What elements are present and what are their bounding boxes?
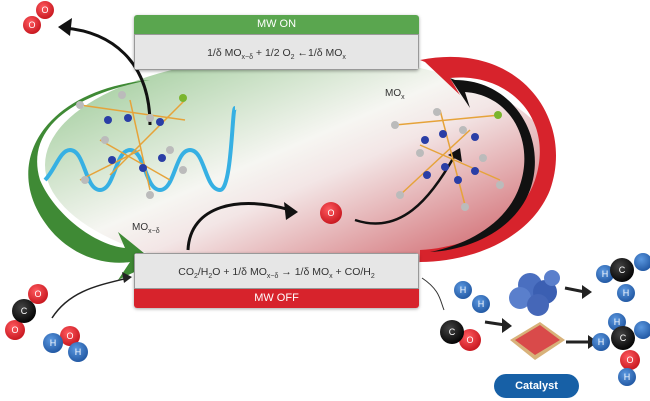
atom-label: O xyxy=(11,325,18,335)
atom-label: C xyxy=(21,306,28,316)
atom-label: O xyxy=(28,20,35,30)
atom-label: H xyxy=(460,285,467,295)
atom-label: H xyxy=(624,372,631,382)
label-sub: x−δ xyxy=(148,228,160,235)
eq-part: → 1/δ MO xyxy=(278,266,330,278)
black-cycle-arrow xyxy=(430,78,535,252)
arrow-head-icon xyxy=(582,285,592,299)
eq-sub: x xyxy=(329,273,333,281)
zeolite-catalyst-icon xyxy=(509,270,560,316)
atom-label: O xyxy=(466,335,473,345)
eq-part: O + 1/δ MO xyxy=(212,266,267,278)
h2o-molecule: O H H xyxy=(43,326,88,362)
arrow-to-grid xyxy=(484,320,506,327)
atom-label: H xyxy=(623,288,630,298)
crystal-structure-reduced xyxy=(79,99,186,191)
atom-label: O xyxy=(626,355,633,365)
eq-part: /H xyxy=(197,266,209,278)
co-molecule: O C xyxy=(440,320,481,351)
methane-molecule: H H C xyxy=(596,253,650,302)
eq-part: ←1/δ MO xyxy=(294,47,343,59)
eq-part: CO xyxy=(178,266,194,278)
mw-off-header: MW OFF xyxy=(134,289,419,308)
atom-label: H xyxy=(598,337,605,347)
oxygen-release-equation: 1/δ MOx−δ + 1/2 O2 ←1/δ MOx xyxy=(134,34,419,70)
reactant-arrow xyxy=(51,277,129,319)
red-cycle-arrow xyxy=(420,56,557,262)
arrow-to-methane xyxy=(564,286,586,294)
label-main: MO xyxy=(385,88,402,99)
mox-delta-label: MOx−δ xyxy=(132,222,160,235)
splitting-equation: CO2/H2O + 1/δ MOx−δ → 1/δ MOx + CO/H2 xyxy=(134,253,419,289)
arrow-head-icon xyxy=(502,318,512,333)
h2-molecule: H H xyxy=(454,281,490,313)
eq-sub: 2 xyxy=(290,54,295,62)
product-arrow xyxy=(421,277,445,311)
reactor-oval xyxy=(45,55,555,275)
crystal-atoms-left xyxy=(76,91,187,199)
atom-label: H xyxy=(614,317,621,327)
eq-part: 1/δ MO xyxy=(207,47,242,59)
catalyst-badge: Catalyst xyxy=(494,374,579,398)
mw-on-box: MW ON 1/δ MOx−δ + 1/2 O2 ←1/δ MOx xyxy=(134,15,419,70)
eq-sub: 2 xyxy=(193,273,198,281)
o-release-arrow xyxy=(186,202,291,251)
atom-label: O xyxy=(41,5,48,15)
o2-molecule: O O xyxy=(23,1,54,34)
atom-label: H xyxy=(478,299,485,309)
mox-label: MOx xyxy=(385,88,405,101)
atom-label: O xyxy=(66,331,73,341)
eq-sub: x xyxy=(342,54,346,62)
mw-off-box: CO2/H2O + 1/δ MOx−δ → 1/δ MOx + CO/H2 MW… xyxy=(134,253,419,308)
oxygen-atom: O xyxy=(320,202,342,224)
methanol-molecule: H H O H C xyxy=(592,313,650,386)
grid-catalyst-icon xyxy=(510,322,565,360)
eq-sub: 2 xyxy=(370,273,375,281)
atom-label: O xyxy=(34,289,41,299)
atom-label: C xyxy=(620,333,627,343)
eq-part: + 1/2 O xyxy=(253,47,291,59)
atom-label: H xyxy=(602,269,609,279)
arrow-head-icon xyxy=(58,18,72,36)
eq-sub: x−δ xyxy=(266,273,279,281)
arrow-head-icon xyxy=(122,272,132,283)
label-sub: x xyxy=(401,94,405,101)
crystal-atoms-right xyxy=(391,108,504,211)
label-main: MO xyxy=(132,222,149,233)
co2-molecule: O O C xyxy=(5,284,48,340)
eq-sub: 2 xyxy=(208,273,213,281)
arrow-head-icon xyxy=(284,202,298,220)
eq-part: + CO/H xyxy=(332,266,371,278)
o2-release-arrow xyxy=(64,26,152,126)
green-cycle-arrow xyxy=(28,80,155,280)
arrow-head-icon xyxy=(448,148,462,162)
mw-on-header: MW ON xyxy=(134,15,419,34)
atom-label: C xyxy=(449,327,456,337)
eq-sub: x−δ xyxy=(241,54,253,62)
atom-label: C xyxy=(619,265,626,275)
atom-label: O xyxy=(327,208,334,218)
atom-label: H xyxy=(75,347,82,357)
atom-label: H xyxy=(50,338,57,348)
crystal-structure-oxidized xyxy=(394,109,501,206)
